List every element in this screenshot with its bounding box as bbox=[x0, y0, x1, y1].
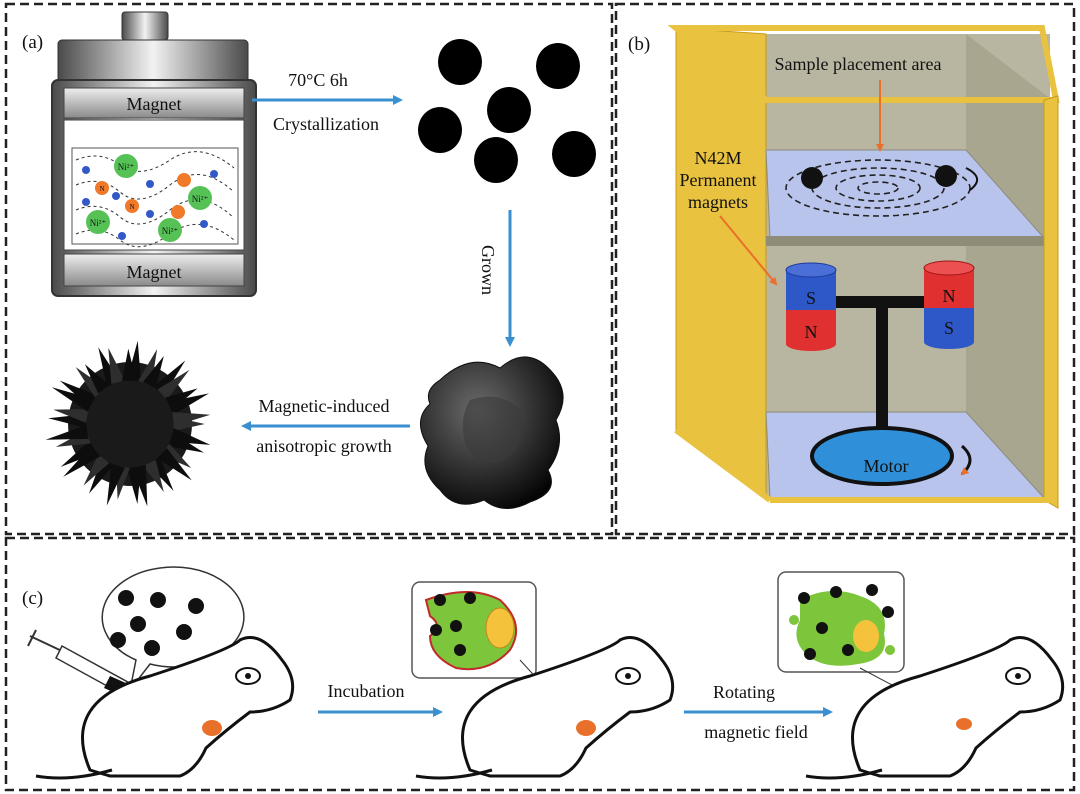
urchin-spike bbox=[51, 387, 94, 412]
left-magnet-top-pole: S bbox=[806, 288, 816, 308]
ion-label: Ni²⁺ bbox=[162, 226, 179, 236]
urchin-spike bbox=[84, 364, 110, 394]
nitrogen-label: N bbox=[129, 203, 134, 211]
urchin-spike bbox=[167, 433, 204, 453]
urchin-spike bbox=[60, 440, 97, 467]
nitrogen-label: N bbox=[99, 185, 104, 193]
mouse-3 bbox=[805, 636, 1065, 780]
step2-label: Grown bbox=[478, 245, 498, 295]
rotor-assembly: S N N S Motor bbox=[785, 260, 975, 486]
rotating-label-line1: Rotating bbox=[713, 682, 775, 702]
urchin-spike bbox=[83, 454, 110, 486]
ion-label: Ni²⁺ bbox=[118, 162, 135, 172]
magnets-pointer bbox=[719, 215, 778, 286]
rotating-label-line2: magnetic field bbox=[704, 722, 807, 742]
grown-particle bbox=[420, 356, 564, 509]
ion-label: Ni²⁺ bbox=[90, 218, 107, 228]
urchin-spike bbox=[157, 369, 190, 400]
magnet-top-label: Magnet bbox=[127, 94, 182, 114]
urchin-spike bbox=[106, 463, 125, 506]
urchin-spike bbox=[157, 448, 192, 481]
urchin-spike bbox=[45, 425, 89, 440]
urchin-spike bbox=[108, 347, 125, 385]
mouse-2 bbox=[415, 636, 675, 780]
incubation-label: Incubation bbox=[328, 681, 405, 701]
magnets-label-line1: N42M bbox=[694, 148, 741, 168]
magnets-label-line2: Permanent bbox=[680, 170, 757, 190]
panel-b-tag: (b) bbox=[628, 34, 650, 55]
step3-line2: anisotropic growth bbox=[256, 436, 391, 456]
panel-c-tag: (c) bbox=[22, 588, 43, 609]
urchin-spike bbox=[88, 457, 115, 494]
right-magnet-top-pole: N bbox=[943, 286, 956, 306]
step1-condition: 70°C 6h bbox=[288, 70, 348, 90]
urchin-spike bbox=[127, 340, 141, 382]
urchin-spike bbox=[127, 466, 141, 504]
mouse-1 bbox=[35, 636, 295, 780]
left-magnet-bottom-pole: N bbox=[805, 322, 818, 342]
cell-damage-bubble bbox=[777, 571, 963, 723]
urchin-spike bbox=[53, 409, 89, 423]
urchin-spike bbox=[153, 360, 186, 396]
urchin-spike bbox=[59, 380, 97, 408]
urchin-spike bbox=[172, 412, 211, 426]
autoclave-reactor: Magnet Magnet bbox=[51, 11, 257, 297]
magnet-bottom-label: Magnet bbox=[127, 262, 182, 282]
urchin-spike bbox=[167, 393, 209, 415]
urchin-spike bbox=[143, 356, 164, 389]
cell-uptake-bubble bbox=[411, 581, 583, 729]
molecular-network: Ni²⁺ Ni²⁺ Ni²⁺ Ni²⁺ N N bbox=[75, 151, 235, 248]
urchin-spike bbox=[161, 443, 192, 469]
urchin-particle bbox=[45, 340, 211, 507]
magnets-label-line3: magnets bbox=[688, 192, 748, 212]
panel-borders bbox=[4, 2, 1076, 792]
right-magnet-bottom-pole: S bbox=[944, 318, 954, 338]
step1-process: Crystallization bbox=[273, 114, 379, 134]
panel-a-tag: (a) bbox=[22, 32, 43, 53]
step3-line1: Magnetic-induced bbox=[259, 396, 390, 416]
sample-area-label: Sample placement area bbox=[775, 54, 942, 74]
motor-label: Motor bbox=[864, 456, 909, 476]
urchin-spike bbox=[143, 459, 164, 492]
nanoparticle-spheres bbox=[418, 39, 596, 183]
sample-placement-rings bbox=[785, 159, 978, 217]
ion-label: Ni²⁺ bbox=[192, 194, 209, 204]
